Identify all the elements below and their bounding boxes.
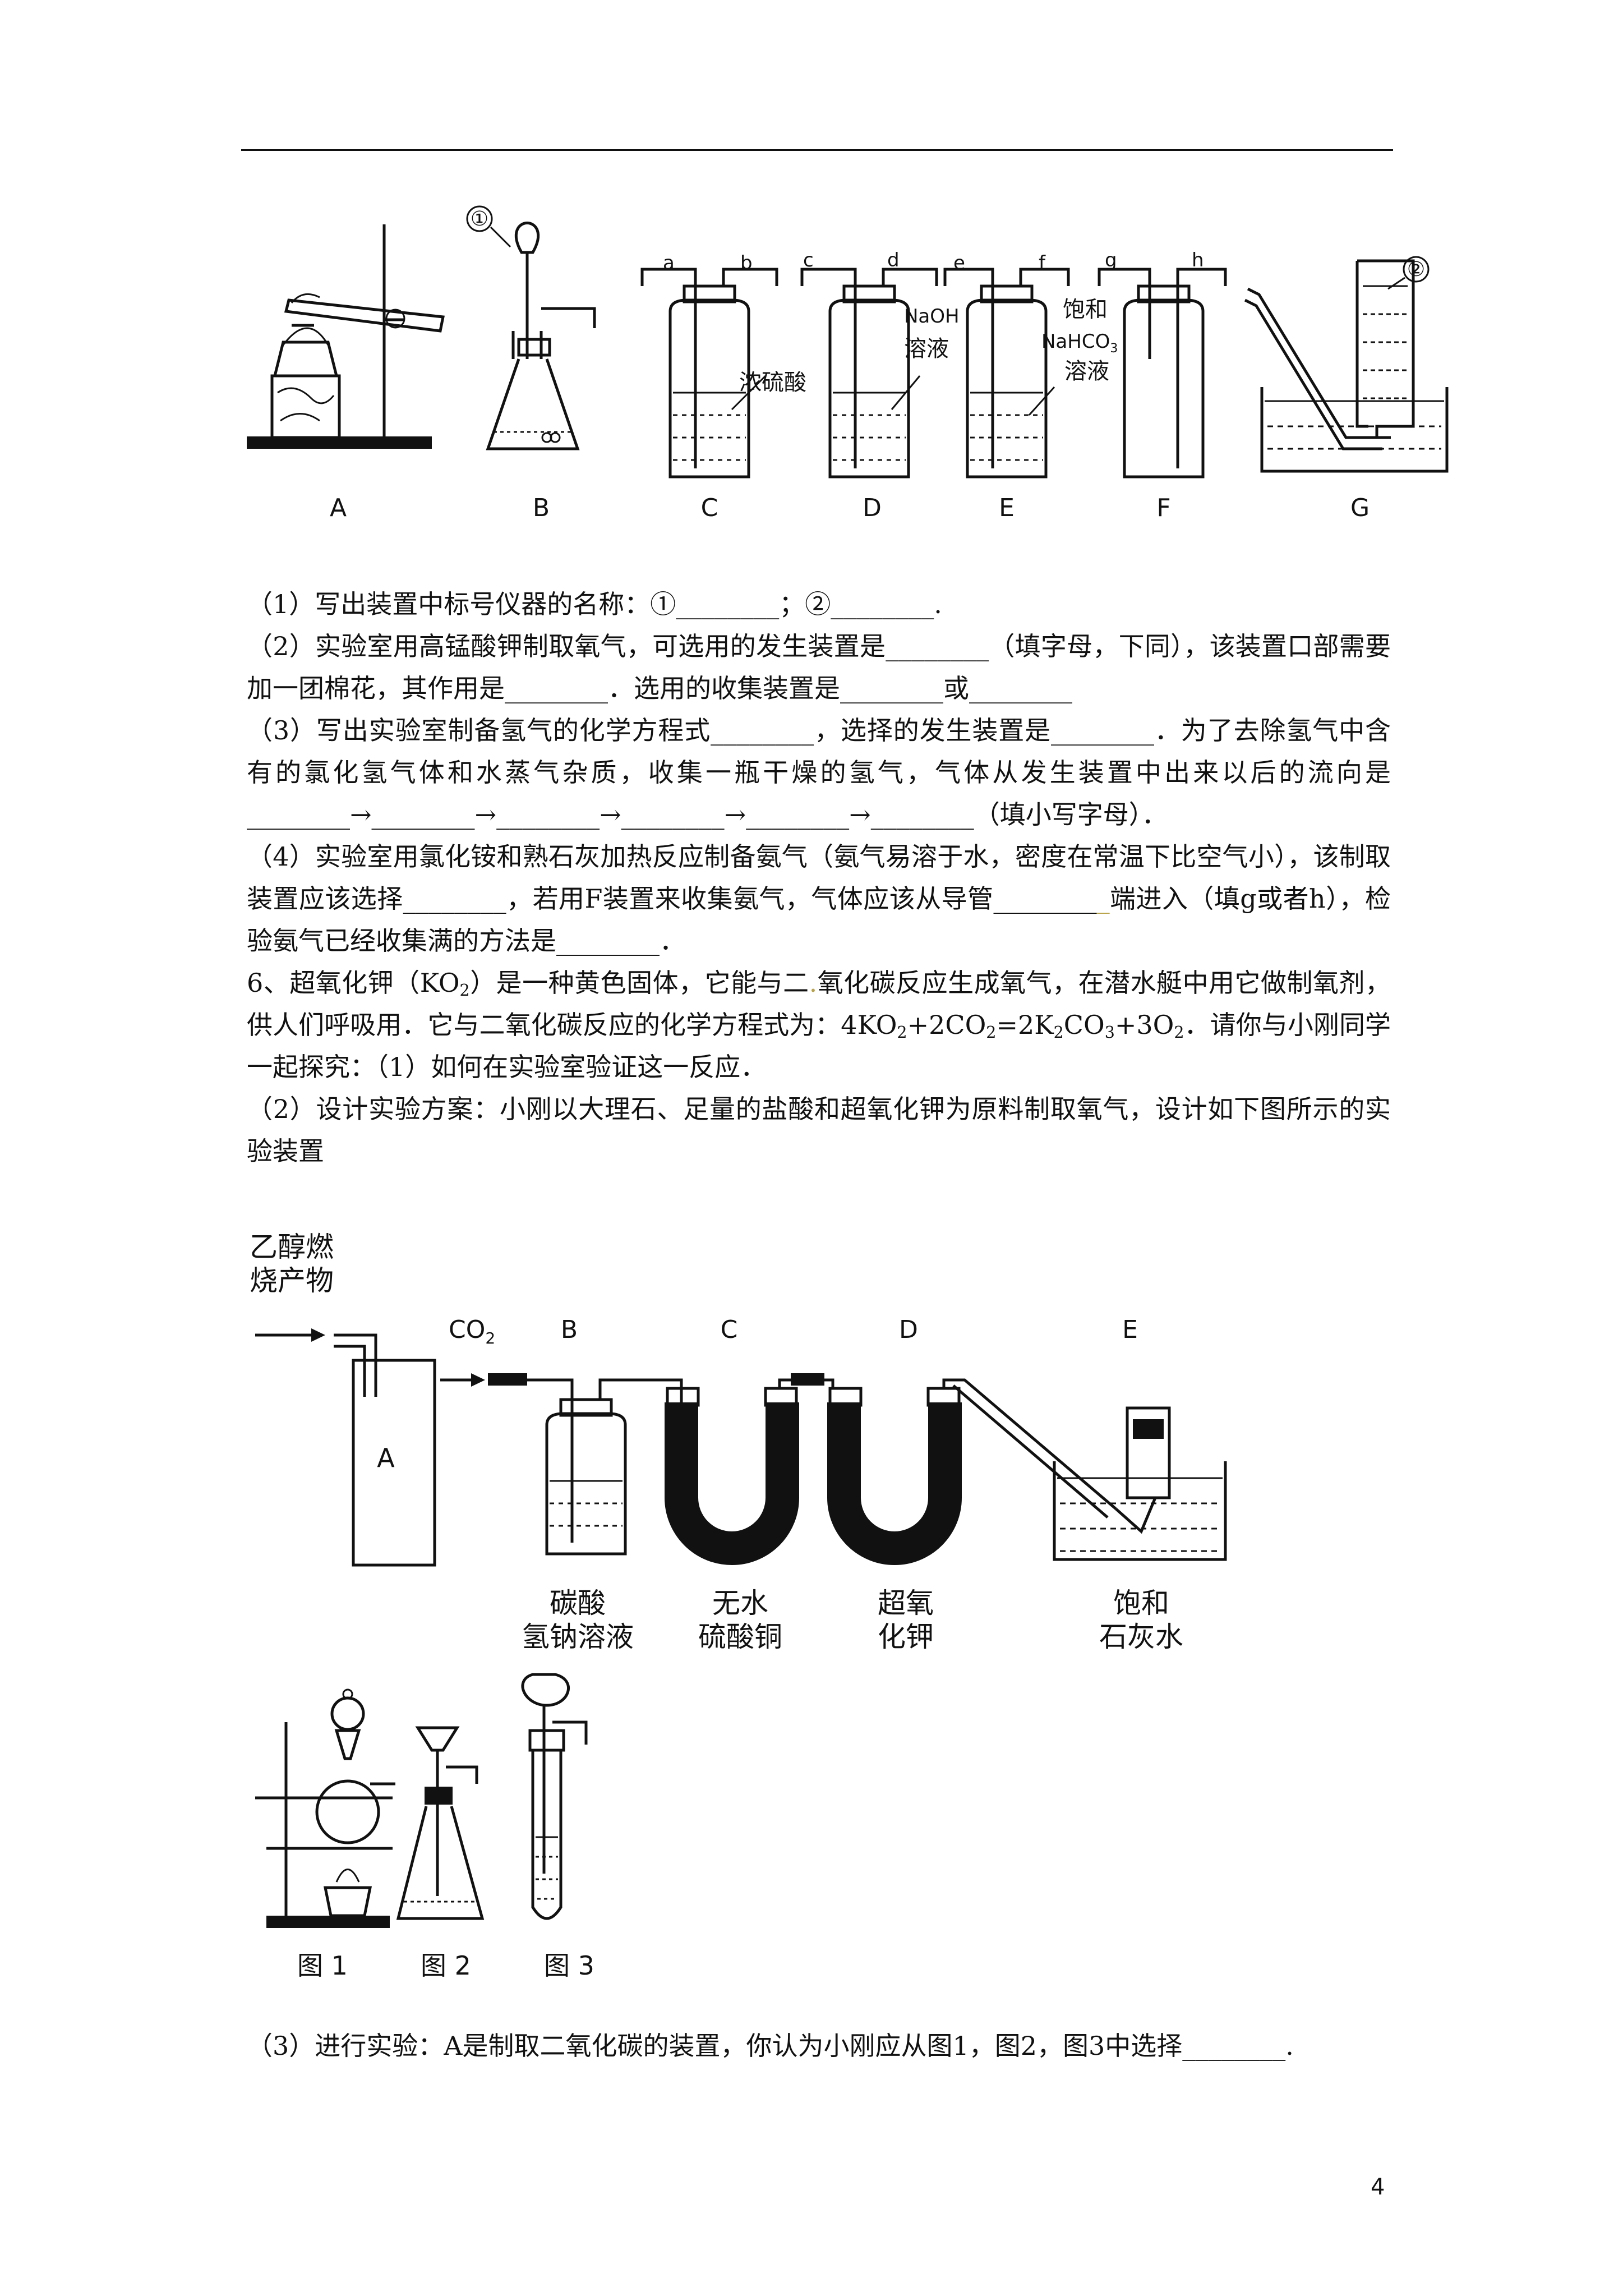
apparatus-train-c [665, 1373, 834, 1565]
train-reagent-e-2: 石灰水 [1099, 1621, 1183, 1653]
option-label-2: 图 2 [421, 1950, 471, 1981]
figure-2-title-1: 乙醇燃 [250, 1231, 334, 1263]
port-b: b [740, 252, 753, 274]
train-label-c: C [721, 1315, 738, 1344]
option-label-3: 图 3 [544, 1950, 594, 1981]
train-label-d: D [899, 1315, 918, 1344]
box-a-label: A [377, 1443, 395, 1473]
bottle-c [640, 268, 778, 478]
port-c: c [803, 249, 814, 272]
label-c: C [701, 494, 718, 522]
problem-6-part-2: （2）设计实验方案：小刚以大理石、足量的盐酸和超氧化钾为原料制取氧气，设计如下图… [247, 1094, 1391, 1166]
problem-6-intro: 6、超氧化钾（KO2）是一种黄色固体，它能与二.氧化碳反应生成氧气，在潜水艇中用… [247, 968, 1391, 1082]
label-a: A [330, 494, 347, 522]
label-b: B [533, 494, 550, 522]
reagent-e-label-1: 饱和 [1063, 297, 1108, 323]
reagent-c-label: 浓硫酸 [739, 370, 806, 395]
train-reagent-e-1: 饱和 [1113, 1587, 1169, 1619]
bottle-d [800, 268, 938, 478]
option-figure-1 [255, 1688, 395, 1928]
apparatus-train-b [527, 1378, 683, 1556]
train-label-b: B [561, 1315, 578, 1344]
train-reagent-b-1: 碳酸 [550, 1587, 606, 1619]
question-block: （1）写出装置中标号仪器的名称：①________；②________. （2）… [247, 583, 1391, 1172]
reagent-e-label-2: NaHCO3 [1041, 330, 1118, 356]
train-reagent-b-2: 氢钠溶液 [522, 1621, 634, 1653]
figure-2-title-2: 烧产物 [250, 1264, 334, 1297]
option-figure-3 [521, 1673, 588, 1920]
apparatus-b: ① [466, 205, 596, 450]
label-e: E [999, 494, 1015, 522]
co2-label: CO2 [449, 1315, 495, 1347]
question-1: （1）写出装置中标号仪器的名称：①________；②________. [247, 589, 942, 619]
bottle-e [943, 268, 1070, 478]
apparatus-figure-options: 图 1 图 2 图 3 [255, 1673, 594, 1981]
train-reagent-d-2: 化钾 [878, 1621, 934, 1653]
port-d: d [887, 249, 900, 272]
label-d: D [863, 494, 882, 522]
train-reagent-c-1: 无水 [712, 1587, 768, 1619]
train-reagent-c-2: 硫酸铜 [698, 1621, 782, 1653]
page-number: 4 [1371, 2174, 1385, 2200]
apparatus-train-e [1053, 1406, 1227, 1561]
train-label-e: E [1122, 1315, 1138, 1344]
apparatus-a [247, 224, 445, 449]
label-g: G [1350, 494, 1370, 522]
port-e: e [953, 252, 965, 274]
port-f: f [1039, 252, 1046, 274]
port-h: h [1192, 249, 1204, 272]
problem-6-part-3: （3）进行实验：A是制取二氧化碳的装置，你认为小刚应从图1，图2，图3中选择__… [247, 2031, 1294, 2061]
question-block-2: （3）进行实验：A是制取二氧化碳的装置，你认为小刚应从图1，图2，图3中选择__… [247, 2025, 1391, 2067]
option-label-1: 图 1 [297, 1950, 348, 1981]
reagent-d-label-2: 溶液 [904, 336, 949, 362]
reagent-e-label-3: 溶液 [1064, 358, 1109, 384]
question-4: （4）实验室用氯化铵和熟石灰加热反应制备氨气（氨气易溶于水，密度在常温下比空气小… [247, 841, 1391, 956]
option-figure-2 [396, 1726, 485, 1920]
header-rule [241, 149, 1393, 151]
apparatus-g: ② [1244, 256, 1449, 473]
question-2: （2）实验室用高锰酸钾制取氧气，可选用的发生装置是________（填字母，下同… [247, 631, 1391, 703]
apparatus-figure-top: ① [247, 205, 1449, 522]
bottle-f [1098, 268, 1227, 478]
port-a: a [663, 252, 675, 274]
train-reagent-d-1: 超氧 [878, 1587, 934, 1619]
reagent-d-label-1: NaOH [904, 305, 960, 328]
port-g: g [1105, 249, 1117, 272]
marker-2: ② [1407, 258, 1425, 281]
box-a [352, 1359, 436, 1567]
apparatus-figure-train: 乙醇燃 烧产物 A CO2 [250, 1231, 1227, 1653]
marker-1: ① [471, 208, 488, 231]
label-f: F [1156, 494, 1170, 522]
question-3: （3）写出实验室制备氢气的化学方程式________，选择的发生装置是_____… [247, 715, 1391, 830]
apparatus-train-d [827, 1378, 1117, 1565]
